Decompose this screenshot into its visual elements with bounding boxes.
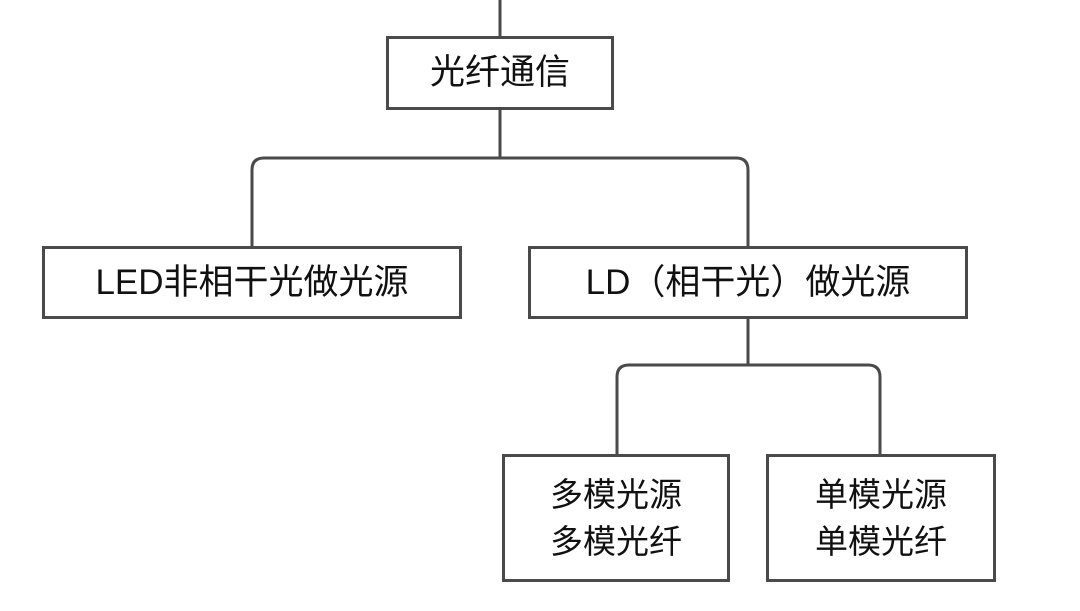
node-label-line-2: 多模光纤	[550, 523, 682, 560]
node-ld-coherent-source[interactable]: LD（相干光）做光源	[528, 246, 968, 319]
node-singlemode[interactable]: 单模光源 单模光纤	[766, 454, 996, 582]
node-optical-fiber-communication[interactable]: 光纤通信	[386, 36, 614, 110]
node-label-line-2: 单模光纤	[815, 523, 947, 560]
edge-ld-to-level2-bar	[615, 363, 882, 454]
node-label: LED非相干光做光源	[95, 262, 409, 302]
node-multimode[interactable]: 多模光源 多模光纤	[502, 454, 730, 582]
node-label: 光纤通信	[429, 53, 570, 93]
node-label: LD（相干光）做光源	[585, 262, 911, 302]
node-led-incoherent-source[interactable]: LED非相干光做光源	[42, 246, 462, 319]
node-label-line-1: 单模光源	[815, 475, 947, 513]
node-label-line-1: 多模光源	[550, 475, 682, 513]
edge-root-to-level1-bar	[250, 156, 750, 246]
